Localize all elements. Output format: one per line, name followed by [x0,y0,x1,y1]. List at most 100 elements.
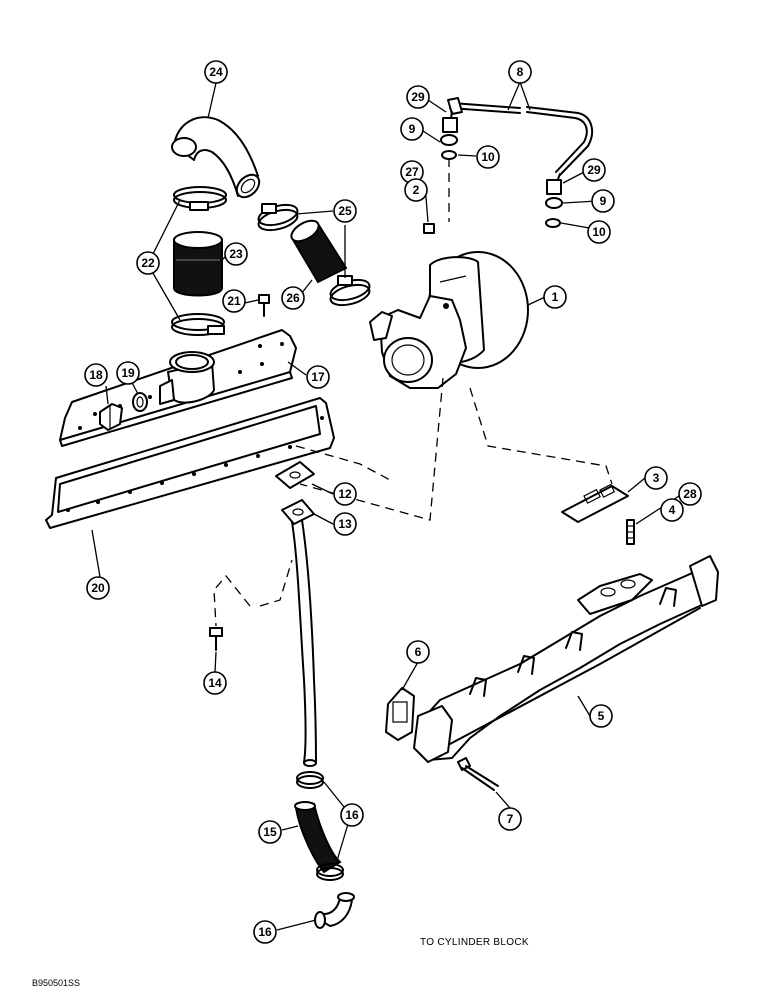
hose-clamp-lower-part [171,313,225,336]
callout-7: 7 [498,807,522,831]
fitting-2-part [423,223,435,234]
hose-clamp-16-upper-part [296,771,324,789]
callout-24: 24 [204,60,228,84]
intake-elbow-part [171,116,261,199]
caption-to-cylinder-block: TO CYLINDER BLOCK [420,937,529,948]
callout-9-upper: 9 [400,117,424,141]
oil-return-tube-part [281,499,317,767]
manifold-gasket-part [385,687,415,741]
svg-text:5: 5 [598,709,605,723]
callout-5: 5 [589,704,613,728]
svg-text:14: 14 [208,676,222,690]
callout-17: 17 [306,365,330,389]
svg-text:1: 1 [552,290,559,304]
svg-text:20: 20 [91,581,105,595]
svg-text:10: 10 [481,150,495,164]
fitting-29-lower-part [546,179,562,195]
svg-text:29: 29 [411,90,425,104]
callout-27: 27 [400,160,424,184]
o-ring-10-lower-part [545,218,561,228]
svg-text:17: 17 [311,370,325,384]
callout-13: 13 [333,512,357,536]
nut-9-lower-part [545,197,563,209]
hose-sleeve-part [173,231,223,297]
svg-text:13: 13 [338,517,352,531]
svg-text:6: 6 [415,645,422,659]
turbo-inlet-hose-part [290,219,348,284]
callout-29-lower: 29 [582,158,606,182]
callout-9-lower: 9 [591,189,615,213]
svg-text:8: 8 [517,65,524,79]
oil-return-hose-part [294,801,342,874]
svg-text:9: 9 [600,194,607,208]
callout-4: 4 [660,498,684,522]
callout-3: 3 [644,466,668,490]
svg-text:16: 16 [258,925,272,939]
callout-16-upper: 16 [340,803,364,827]
callout-2: 2 [404,178,428,202]
callout-6: 6 [406,640,430,664]
turbo-gasket-part [561,483,629,523]
callout-16-lower: 16 [253,920,277,944]
bolt-7-part [457,757,499,791]
callout-20: 20 [86,576,110,600]
svg-text:23: 23 [229,247,243,261]
callout-28: 28 [678,482,702,506]
callout-29-upper: 29 [406,85,430,109]
svg-text:16: 16 [345,808,359,822]
o-ring-10-upper-part [441,150,457,160]
hose-clamp-upper-part [173,186,227,211]
plug-18-part [99,403,123,431]
callout-10-lower: 10 [587,220,611,244]
callout-1: 1 [543,285,567,309]
svg-text:28: 28 [683,487,697,501]
callout-12: 12 [333,482,357,506]
fitting-29-upper-part [442,117,458,133]
callout-15: 15 [258,820,282,844]
callout-8: 8 [508,60,532,84]
callout-14: 14 [203,671,227,695]
bolt-21-part [258,294,270,317]
oil-supply-line-part [447,97,594,185]
svg-text:26: 26 [286,291,300,305]
figure-id: B950501SS [32,978,81,988]
svg-text:4: 4 [669,503,676,517]
nut-9-upper-part [440,134,458,146]
hose-clamp-25-lower-part [329,275,371,307]
svg-text:22: 22 [141,256,155,270]
svg-text:27: 27 [405,165,419,179]
callout-18: 18 [84,363,108,387]
gasket-12-part [275,461,315,489]
svg-text:10: 10 [592,225,606,239]
callout-25: 25 [333,199,357,223]
svg-text:19: 19 [121,366,135,380]
svg-text:21: 21 [227,294,241,308]
svg-text:25: 25 [338,204,352,218]
svg-text:2: 2 [413,183,420,197]
svg-text:12: 12 [338,487,352,501]
svg-text:18: 18 [89,368,103,382]
svg-text:24: 24 [209,65,223,79]
svg-text:29: 29 [587,163,601,177]
intake-cover-plate-part [59,329,297,447]
callout-22: 22 [136,251,160,275]
exhaust-manifold-part [413,555,719,763]
assembly-dashed-lines [213,158,613,627]
svg-text:3: 3 [653,471,660,485]
svg-text:7: 7 [507,812,514,826]
svg-text:9: 9 [409,122,416,136]
hose-clamp-25-upper-part [257,203,299,232]
bolt-14-part [209,627,223,651]
turbocharger-part [369,251,529,389]
callout-10-upper: 10 [476,145,500,169]
callout-21: 21 [222,289,246,313]
elbow-16-part [314,892,355,929]
hose-clamp-16-lower-part [316,863,344,881]
callout-26: 26 [281,286,305,310]
stud-4-part [626,519,635,545]
svg-text:15: 15 [263,825,277,839]
intake-gasket-part [45,397,335,529]
callout-23: 23 [224,242,248,266]
washer-19-part [132,392,148,412]
